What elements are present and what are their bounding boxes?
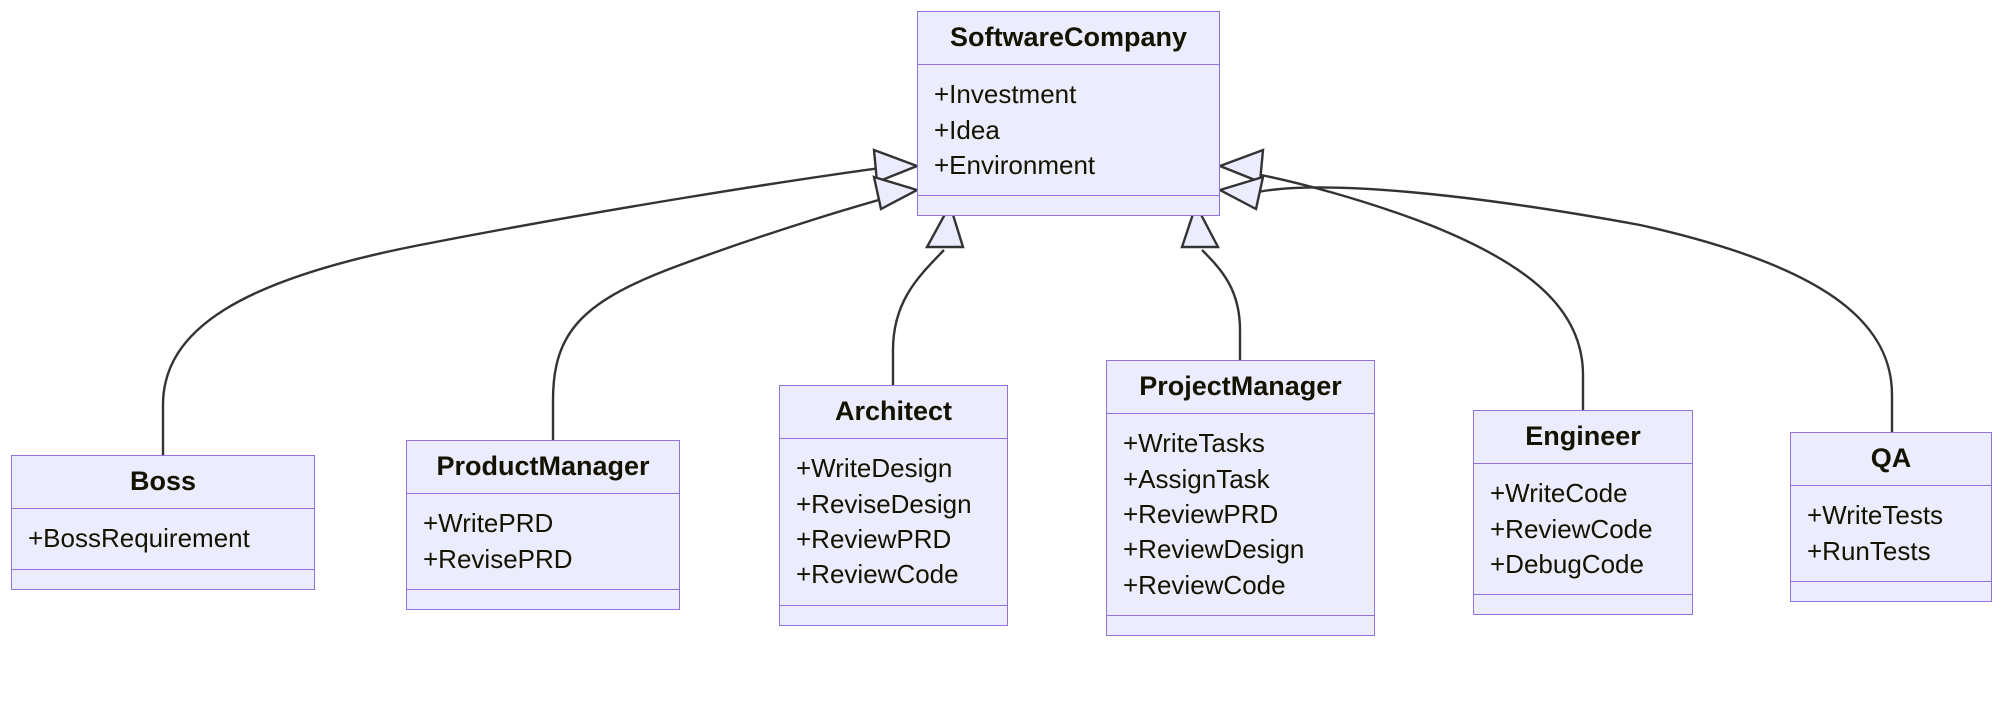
- class-members-architect: +WriteDesign +ReviseDesign +ReviewPRD +R…: [780, 439, 1007, 606]
- member-row: +ReviseDesign: [796, 488, 972, 519]
- member-row: +Environment: [934, 149, 1096, 180]
- class-members-softwarecompany: +Investment +Idea +Environment: [918, 65, 1219, 197]
- class-title-softwarecompany: SoftwareCompany: [918, 12, 1219, 66]
- arrowhead-productmanager: [872, 175, 921, 211]
- class-methods-projectmanager: [1107, 616, 1374, 635]
- arrowhead-boss: [872, 148, 921, 184]
- member-row: +Investment: [934, 79, 1077, 110]
- member-row: +WriteDesign: [796, 453, 953, 484]
- edge-projectmanager-to-softwarecompany: [1201, 249, 1242, 360]
- member-row: +ReviewCode: [796, 559, 959, 590]
- class-node-architect[interactable]: Architect +WriteDesign +ReviseDesign +Re…: [779, 385, 1008, 626]
- member-row: +ReviewPRD: [796, 523, 952, 554]
- class-title-productmanager: ProductManager: [407, 441, 679, 495]
- class-methods-qa: [1791, 582, 1991, 601]
- member-row: +DebugCode: [1490, 548, 1644, 579]
- class-node-qa[interactable]: QA +WriteTests +RunTests: [1790, 432, 1992, 602]
- class-members-boss: +BossRequirement: [12, 509, 314, 570]
- class-members-productmanager: +WritePRD +RevisePRD: [407, 494, 679, 590]
- member-row: +AssignTask: [1123, 463, 1270, 494]
- class-title-qa: QA: [1791, 433, 1991, 487]
- class-methods-architect: [780, 606, 1007, 625]
- member-row: +Idea: [934, 114, 1000, 145]
- class-node-engineer[interactable]: Engineer +WriteCode +ReviewCode +DebugCo…: [1473, 410, 1693, 616]
- class-title-projectmanager: ProjectManager: [1107, 361, 1374, 415]
- member-row: +ReviewCode: [1490, 513, 1653, 544]
- member-row: +WritePRD: [423, 508, 554, 539]
- class-title-boss: Boss: [12, 456, 314, 510]
- class-node-projectmanager[interactable]: ProjectManager +WriteTasks +AssignTask +…: [1106, 360, 1375, 637]
- member-row: +ReviewDesign: [1123, 534, 1305, 565]
- arrowhead-engineer: [1216, 148, 1265, 184]
- edge-architect-to-softwarecompany: [891, 249, 945, 385]
- class-title-architect: Architect: [780, 386, 1007, 440]
- class-methods-engineer: [1474, 595, 1692, 614]
- arrowhead-qa: [1216, 175, 1265, 211]
- member-row: +BossRequirement: [28, 523, 250, 554]
- class-members-projectmanager: +WriteTasks +AssignTask +ReviewPRD +Revi…: [1107, 414, 1374, 617]
- class-node-softwarecompany[interactable]: SoftwareCompany +Investment +Idea +Envir…: [917, 11, 1220, 217]
- class-node-boss[interactable]: Boss +BossRequirement: [11, 455, 315, 590]
- member-row: +ReviewPRD: [1123, 498, 1279, 529]
- class-title-engineer: Engineer: [1474, 411, 1692, 465]
- member-row: +WriteTests: [1807, 500, 1944, 531]
- member-row: +WriteCode: [1490, 478, 1628, 509]
- class-node-productmanager[interactable]: ProductManager +WritePRD +RevisePRD: [406, 440, 680, 610]
- class-members-engineer: +WriteCode +ReviewCode +DebugCode: [1474, 464, 1692, 596]
- member-row: +RevisePRD: [423, 543, 573, 574]
- class-members-qa: +WriteTests +RunTests: [1791, 486, 1991, 582]
- member-row: +ReviewCode: [1123, 569, 1286, 600]
- class-methods-boss: [12, 570, 314, 589]
- class-methods-softwarecompany: [918, 196, 1219, 215]
- member-row: +WriteTasks: [1123, 428, 1265, 459]
- class-methods-productmanager: [407, 590, 679, 609]
- member-row: +RunTests: [1807, 535, 1931, 566]
